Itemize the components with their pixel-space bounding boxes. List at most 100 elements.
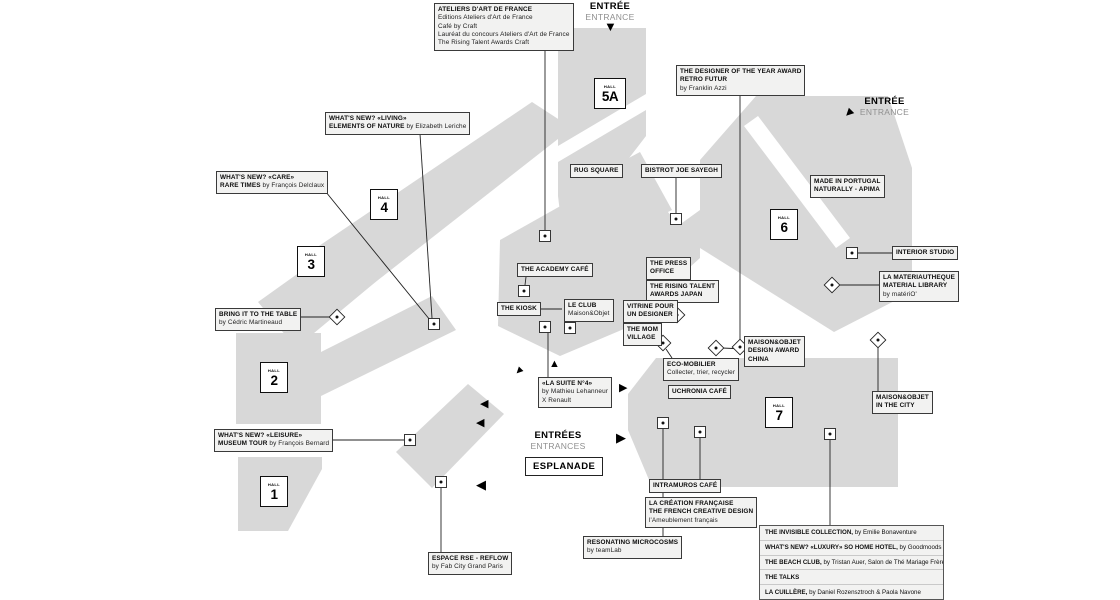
entrance-top: ENTRÉE ENTRANCE — [555, 1, 665, 22]
connector-line — [316, 180, 431, 321]
map-label-line: THE ACADEMY CAFÉ — [521, 266, 589, 273]
map-label-kiosk: THE KIOSK — [497, 302, 541, 317]
map-marker-dot — [738, 345, 742, 349]
map-marker-dot — [432, 322, 436, 326]
map-label-line: DESIGN AWARD — [748, 347, 800, 355]
map-label-line: «LA SUITE N°4» — [542, 380, 593, 387]
map-marker-dot — [568, 326, 572, 330]
hall-number: 7 — [775, 407, 783, 423]
map-label-care: WHAT'S NEW? «CARE»RARE TIMES by François… — [216, 171, 329, 194]
map-label-line: by Franklin Azzi — [680, 84, 727, 92]
map-label-line: X Renault — [542, 396, 572, 404]
map-label-line: UCHRONIA CAFÉ — [672, 388, 727, 395]
map-marker-dot — [661, 341, 665, 345]
map-marker-dot — [335, 315, 339, 319]
map-label-line: ELEMENTS OF NATURE by Elizabeth Leriche — [329, 123, 467, 131]
map-label-line: CHINA — [748, 355, 769, 363]
map-label-line: RARE TIMES by François Delclaux — [220, 182, 325, 190]
hall-prefix: HALL — [777, 214, 791, 220]
hall-number: 1 — [270, 486, 278, 502]
floor-area — [321, 296, 456, 396]
map-label-line: VILLAGE — [627, 334, 656, 342]
map-marker-dot — [661, 421, 665, 425]
map-label-uchronia: UCHRONIA CAFÉ — [668, 385, 731, 400]
legend-item: WHAT'S NEW? «LUXURY» SO HOME HOTEL, by G… — [760, 541, 943, 556]
map-label-line: MUSEUM TOUR by François Bernard — [218, 440, 330, 448]
connector-line — [524, 276, 527, 286]
map-label-line: The Rising Talent Awards Craft — [438, 39, 530, 47]
floor-area — [258, 142, 508, 348]
map-label-line: MATERIAL LIBRARY — [883, 282, 948, 290]
map-label-line: WHAT'S NEW? «CARE» — [220, 174, 295, 181]
entrance-arrow-icon: ▶ — [619, 382, 628, 394]
map-marker-dot — [876, 338, 880, 342]
entrance-esplanade-title: ENTRÉES — [534, 430, 582, 441]
entrance-arrow-icon: ▶ — [616, 430, 626, 445]
legend-item: LA CUILLÈRE, by Daniel Rozensztroch & Pa… — [765, 588, 921, 596]
map-marker-dot — [850, 251, 854, 255]
map-label-line: by matériO' — [883, 290, 917, 298]
map-label-line: INTRAMUROS CAFÉ — [653, 482, 718, 489]
map-label-line: LA CRÉATION FRANÇAISE — [649, 500, 734, 507]
entrance-esplanade: ENTRÉES ENTRANCES — [508, 430, 608, 451]
legend-item: THE BEACH CLUB, by Tristan Auer, Salon d… — [760, 556, 943, 571]
map-label-line: THE DESIGNER OF THE YEAR AWARD — [680, 68, 802, 75]
map-label-line: by teamLab — [587, 547, 622, 555]
entrance-right: ENTRÉE ENTRANCE — [832, 96, 937, 117]
map-marker-dot — [408, 438, 412, 442]
map-label-line: Maison&Objet — [568, 310, 610, 318]
map-label-line: INTERIOR STUDIO — [896, 249, 955, 256]
map-label-line: by Cédric Martineaud — [219, 319, 283, 327]
map-label-line: LE CLUB — [568, 302, 597, 309]
map-label-line: ATELIERS D'ART DE FRANCE — [438, 6, 533, 13]
map-label-line: WHAT'S NEW? «LEISURE» — [218, 432, 303, 439]
entrance-arrow-icon: ▼ — [604, 19, 617, 34]
map-label-leisure: WHAT'S NEW? «LEISURE»MUSEUM TOUR by Fran… — [214, 429, 334, 452]
map-label-intramuros: INTRAMUROS CAFÉ — [649, 479, 722, 494]
floor-area — [700, 96, 912, 332]
map-marker-dot — [439, 480, 443, 484]
hall-prefix: HALL — [304, 251, 318, 257]
map-label-line: AWARDS JAPAN — [650, 291, 703, 299]
hall-prefix: HALL — [772, 402, 786, 408]
legend-item: THE TALKS — [760, 570, 943, 586]
map-label-line: Lauréat du concours Ateliers d'Art de Fr… — [438, 30, 570, 38]
entrance-top-subtitle: ENTRANCE — [585, 12, 635, 22]
floor-area — [558, 28, 646, 196]
map-marker-dot — [522, 289, 526, 293]
entrance-arrow-icon: ◀ — [476, 417, 485, 429]
entrance-esplanade-subtitle: ENTRANCES — [530, 441, 586, 451]
connector-line — [665, 348, 673, 359]
hall-number: 3 — [307, 256, 315, 272]
hall-prefix: HALL — [267, 481, 281, 487]
map-label-line: MADE IN PORTUGAL — [814, 178, 881, 185]
entrance-arrow-icon: ◀ — [480, 398, 489, 410]
hall-number: 4 — [380, 199, 388, 215]
floor-area — [396, 384, 504, 488]
map-label-line: WHAT'S NEW? «LIVING» — [329, 115, 407, 122]
map-label-academy: THE ACADEMY CAFÉ — [517, 263, 593, 278]
map-label-line: THE KIOSK — [501, 305, 537, 312]
map-label-line: by Mathieu Lehanneur — [542, 388, 608, 396]
hall-number: 5A — [601, 88, 619, 104]
map-label-line: ESPACE RSE - REFLOW — [432, 555, 509, 562]
map-marker-dot — [830, 283, 834, 287]
hall-number: 6 — [780, 219, 788, 235]
map-label-line: OFFICE — [650, 268, 675, 276]
